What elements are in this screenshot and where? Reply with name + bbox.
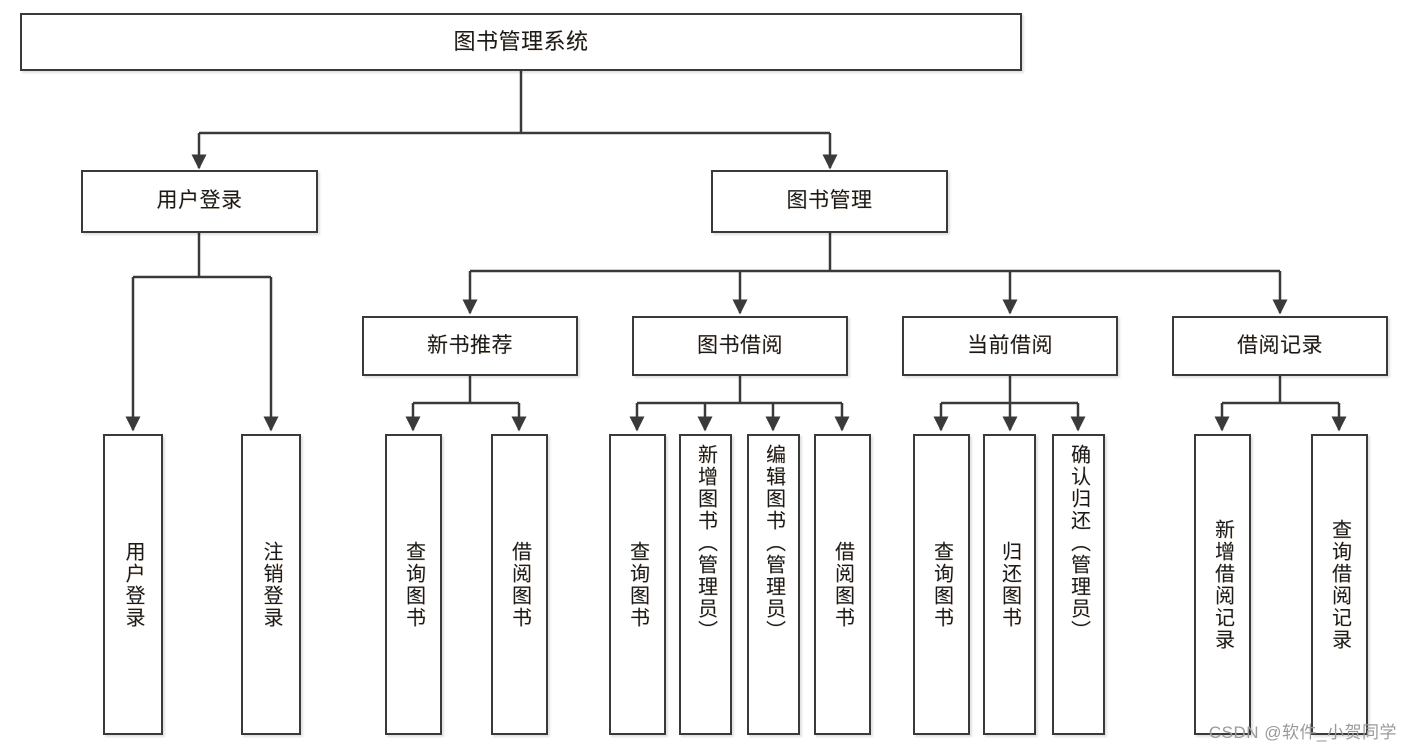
node-new-book-recommend[interactable]: 新书推荐 <box>362 316 578 376</box>
node-label: 查询图书 <box>402 540 425 629</box>
node-label: 当前借阅 <box>967 333 1053 357</box>
node-book-management[interactable]: 图书管理 <box>711 170 948 233</box>
node-leaf-current-return-book[interactable]: 归还图书 <box>983 434 1036 735</box>
node-leaf-borrow-add-book[interactable]: 新增图书（管理员） <box>679 434 732 735</box>
node-label: 新增图书（管理员） <box>694 444 717 642</box>
node-label: 借阅记录 <box>1237 333 1323 357</box>
node-leaf-borrow-edit-book[interactable]: 编辑图书（管理员） <box>747 434 800 735</box>
node-label: 注销登录 <box>260 540 282 629</box>
node-label: 编辑图书（管理员） <box>762 444 785 642</box>
node-leaf-current-query-book[interactable]: 查询图书 <box>913 434 970 735</box>
node-label: 新增借阅记录 <box>1211 518 1234 651</box>
node-leaf-current-confirm-return[interactable]: 确认归还（管理员） <box>1052 434 1105 735</box>
node-leaf-borrow-query-book[interactable]: 查询图书 <box>609 434 666 735</box>
node-label: 确认归还（管理员） <box>1067 444 1090 642</box>
node-label: 查询图书 <box>930 540 953 629</box>
node-current-borrow[interactable]: 当前借阅 <box>902 316 1118 376</box>
node-leaf-recommend-query-book[interactable]: 查询图书 <box>385 434 442 735</box>
node-root-system[interactable]: 图书管理系统 <box>20 13 1022 71</box>
node-borrow-record[interactable]: 借阅记录 <box>1172 316 1388 376</box>
node-label: 用户登录 <box>156 189 243 213</box>
node-label: 图书管理 <box>786 189 873 213</box>
node-leaf-record-add[interactable]: 新增借阅记录 <box>1194 434 1251 735</box>
node-label: 归还图书 <box>998 540 1021 629</box>
node-leaf-record-search[interactable]: 查询借阅记录 <box>1311 434 1368 735</box>
node-leaf-borrow-lend-book[interactable]: 借阅图书 <box>814 434 871 735</box>
node-leaf-user-logout[interactable]: 注销登录 <box>241 434 301 735</box>
node-label: 借阅图书 <box>508 540 531 629</box>
node-label: 图书管理系统 <box>453 29 589 55</box>
node-leaf-recommend-borrow-book[interactable]: 借阅图书 <box>491 434 548 735</box>
node-label: 新书推荐 <box>427 333 513 357</box>
node-leaf-user-login[interactable]: 用户登录 <box>103 434 163 735</box>
node-user-login[interactable]: 用户登录 <box>81 170 318 233</box>
node-label: 查询借阅记录 <box>1328 518 1351 651</box>
node-label: 用户登录 <box>122 540 144 629</box>
node-label: 借阅图书 <box>831 540 854 629</box>
node-label: 图书借阅 <box>697 333 783 357</box>
node-label: 查询图书 <box>626 540 649 629</box>
node-book-borrow[interactable]: 图书借阅 <box>632 316 848 376</box>
